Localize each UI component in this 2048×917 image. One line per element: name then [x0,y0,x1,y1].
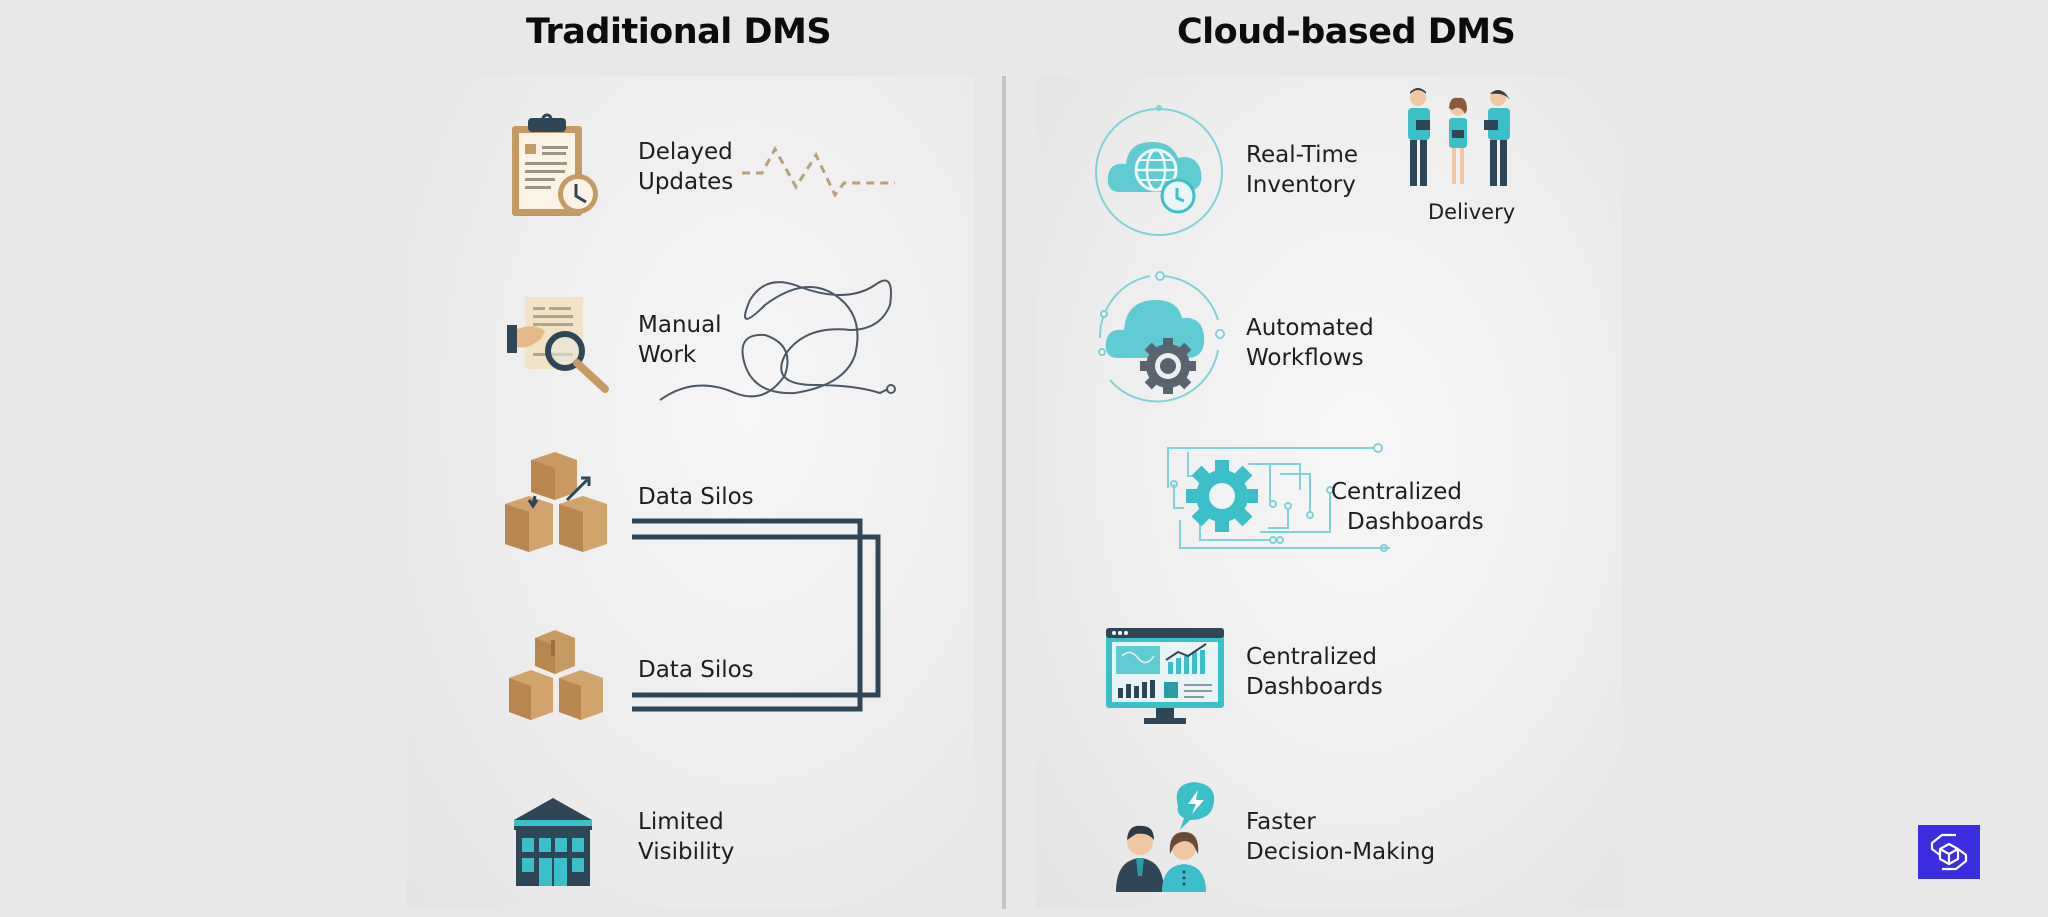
building-icon [514,798,592,886]
clipboard-clock-icon [512,113,598,216]
delivery-label: Delivery [1428,200,1516,224]
cloud-dms-heading: Cloud-based DMS [1177,12,1516,52]
dashboard-monitor-icon [1106,628,1224,724]
data-silos-label-1: Data Silos [638,484,754,510]
silo-connector-lines [632,518,881,712]
delayed-signal-line-icon [742,145,895,198]
traditional-dms-heading: Traditional DMS [526,12,832,52]
boxes-icon [509,630,603,720]
cloud-gear-icon [1098,271,1225,403]
cloud-globe-clock-icon [1095,105,1223,236]
traditional-panel [407,76,974,909]
data-silos-label-2: Data Silos [638,657,754,683]
document-magnifier-icon [507,297,609,393]
tangled-line-icon [659,279,896,401]
brand-logo-icon [1930,833,1968,871]
brand-logo[interactable] [1918,825,1980,879]
people-lightning-icon [1116,782,1215,892]
boxes-icon [505,452,607,552]
delivery-team-icon [1408,88,1510,186]
circuit-gear-icon [1167,443,1390,552]
divider [1002,76,1006,909]
